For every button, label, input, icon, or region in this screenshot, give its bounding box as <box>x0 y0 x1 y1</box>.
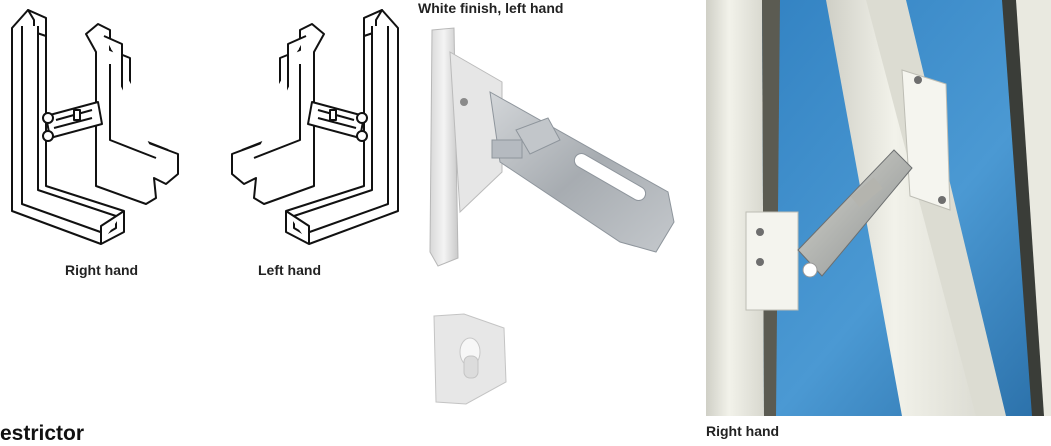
right-hand-caption: Right hand <box>65 262 139 278</box>
section-title: estrictor <box>0 422 85 445</box>
right-hand-restrictor-drawing <box>11 9 179 245</box>
right-hand-diagram <box>6 6 196 258</box>
product-heading: White finish, left hand <box>418 0 564 16</box>
left-hand-restrictor-drawing <box>231 9 399 245</box>
photo-caption: Right hand <box>706 423 780 439</box>
installed-restrictor-photo <box>706 0 1051 416</box>
keep-plate-image <box>430 312 510 407</box>
left-hand-diagram <box>218 6 404 258</box>
left-hand-caption: Left hand <box>258 262 321 278</box>
restrictor-product-image <box>420 22 680 294</box>
